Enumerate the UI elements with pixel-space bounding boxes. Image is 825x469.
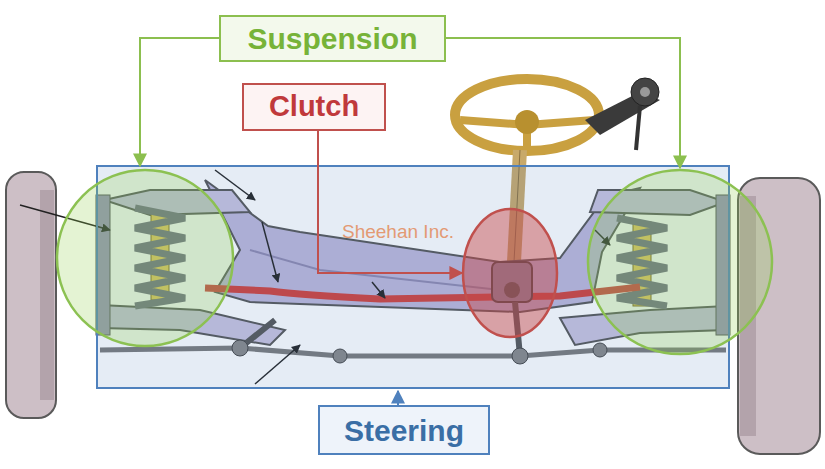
suspension-region (57, 170, 233, 346)
tires-part (40, 190, 54, 400)
callout-label: Clutch (269, 91, 359, 123)
watermark: Sheehan Inc. (342, 222, 454, 243)
steering-callout: Steering (318, 405, 490, 455)
clutch-region (463, 209, 557, 337)
column-bracket (585, 78, 660, 150)
suspension-region (588, 170, 772, 354)
steering-wheel-part (515, 110, 539, 134)
pointer-lines (140, 38, 680, 405)
pointer-lines-part (446, 38, 680, 168)
column-bracket-part (636, 106, 640, 150)
pointer-lines-part (318, 131, 462, 273)
callout-label: Suspension (247, 22, 417, 55)
tires-part (6, 172, 56, 418)
highlight-overlays (57, 166, 772, 388)
pointer-lines-part (397, 391, 399, 405)
column-bracket-part (631, 78, 659, 106)
steering-wheel-part (455, 79, 599, 151)
pointer-lines-part (140, 38, 219, 166)
callout-label: Steering (344, 414, 464, 447)
clutch-callout: Clutch (242, 83, 386, 131)
column-bracket-part (640, 87, 650, 97)
suspension-callout: Suspension (219, 15, 446, 62)
